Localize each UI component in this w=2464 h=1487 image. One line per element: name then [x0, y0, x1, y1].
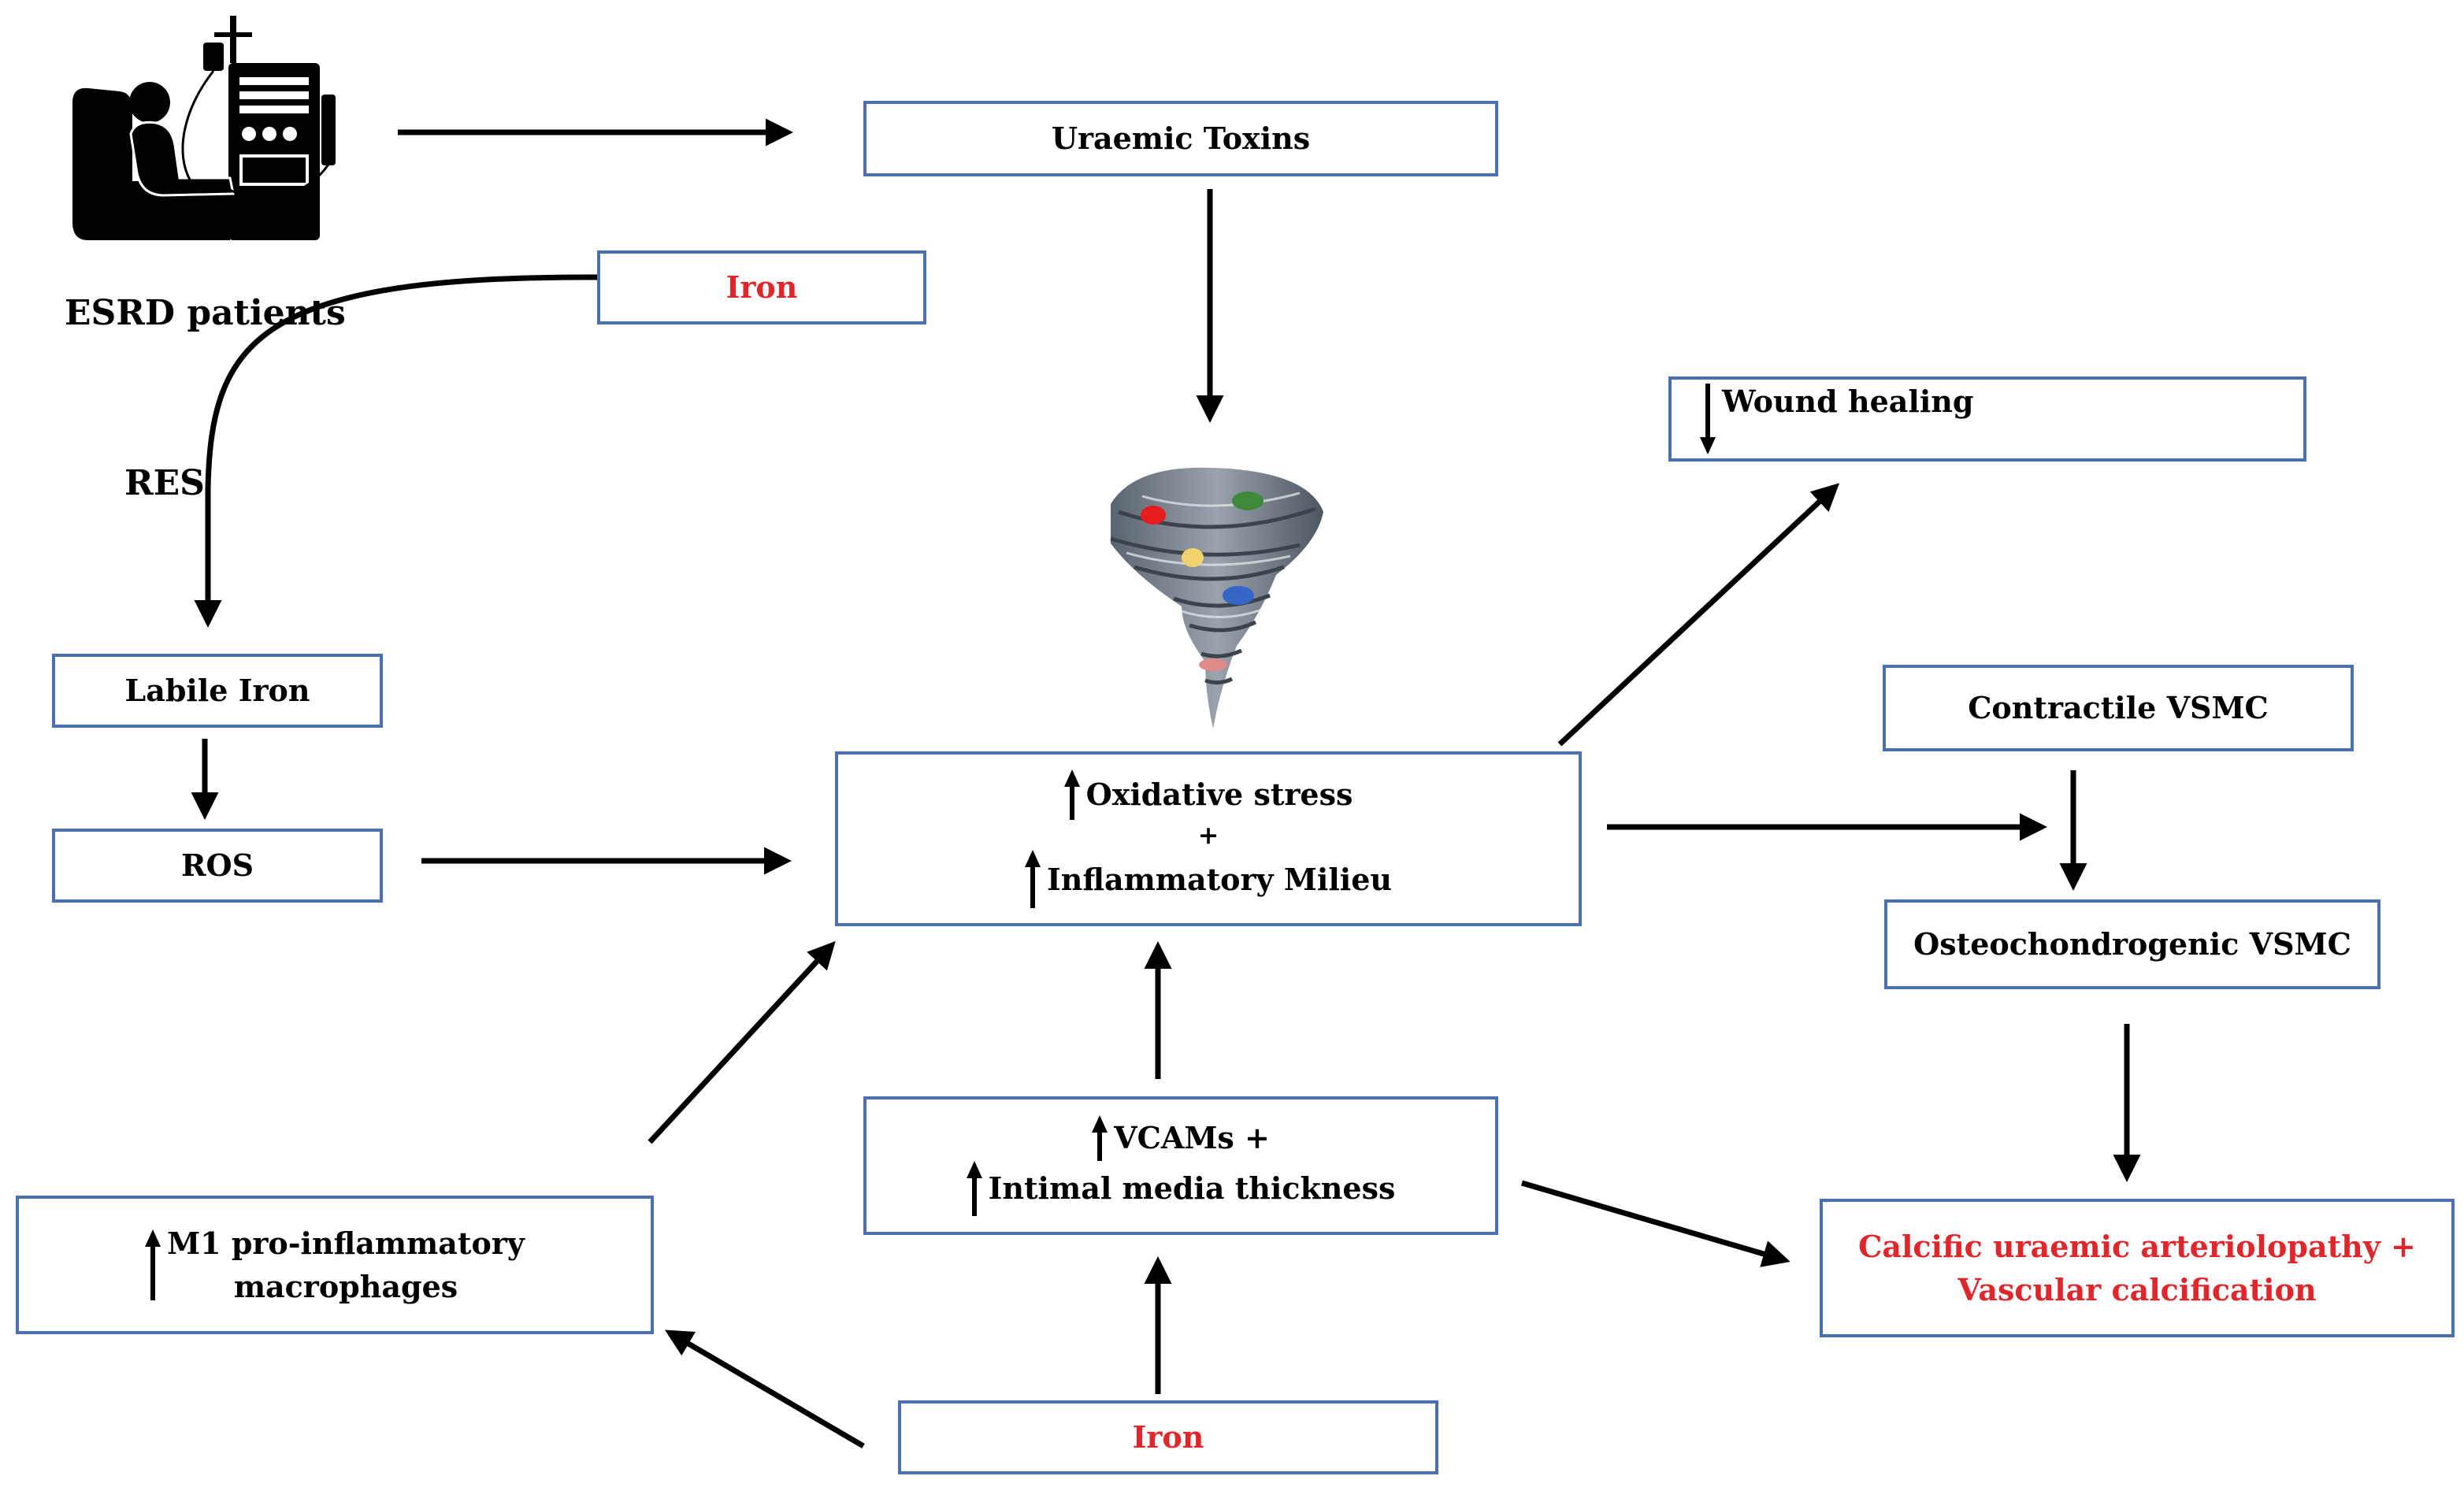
ros-box: ROS [52, 829, 383, 903]
arrow-oxidative-to-wound [1557, 483, 1840, 747]
down-arrow-icon [1700, 384, 1716, 454]
labile-iron-box: Labile Iron [52, 654, 383, 728]
m1-line1-label: M1 pro-inflammatory [167, 1225, 525, 1261]
m1-macrophages-box: M1 pro-inflammatory macrophages [16, 1196, 654, 1334]
iron-top-label: Iron [725, 269, 798, 306]
intimal-media-line: Intimal media thickness [966, 1161, 1396, 1216]
calcific-line1-label: Calcific uraemic arteriolopathy + [1858, 1228, 2416, 1264]
up-arrow-icon [1063, 769, 1080, 820]
esrd-patients-label: ESRD patients [65, 293, 346, 333]
calcific-arteriolopathy-box: Calcific uraemic arteriolopathy + Vascul… [1820, 1199, 2455, 1337]
wound-healing-label: Wound healing [1722, 384, 1974, 420]
m1-line: M1 pro-inflammatory macrophages [145, 1222, 525, 1308]
up-arrow-icon [1092, 1115, 1108, 1161]
up-arrow-icon [966, 1161, 982, 1216]
vcams-label: VCAMs + [1114, 1120, 1270, 1156]
uraemic-toxins-label: Uraemic Toxins [1051, 121, 1311, 157]
contractile-vsmc-label: Contractile VSMC [1968, 690, 2269, 726]
inflammatory-milieu-label: Inflammatory Milieu [1046, 861, 1393, 897]
arrow-m1-to-oxidative [648, 940, 836, 1144]
contractile-vsmc-box: Contractile VSMC [1883, 665, 2354, 751]
dialysis-patient-icon [72, 16, 336, 240]
oxidative-stress-label: Oxidative stress [1085, 777, 1353, 813]
wound-healing-line: Wound healing [1700, 384, 1973, 454]
calcific-line2-label: Vascular calcification [1957, 1272, 2317, 1307]
iron-bottom-box: Iron [898, 1400, 1438, 1474]
oxidative-stress-line: Oxidative stress [1063, 769, 1353, 820]
up-arrow-icon [1024, 850, 1041, 909]
tornado-icon [1110, 467, 1323, 729]
ros-label: ROS [180, 847, 254, 884]
arrow-iron-to-labile-iron [194, 274, 599, 628]
wound-healing-box: Wound healing [1668, 376, 2306, 462]
arrow-vcams-to-calcific [1521, 1180, 1790, 1267]
inflammatory-milieu-line: Inflammatory Milieu [1024, 850, 1393, 909]
iron-bottom-label: Iron [1132, 1419, 1204, 1455]
labile-iron-label: Labile Iron [124, 673, 310, 709]
vcams-box: VCAMs + Intimal media thickness [863, 1096, 1498, 1235]
uraemic-toxins-box: Uraemic Toxins [863, 101, 1498, 176]
plus-sign: + [1197, 819, 1219, 850]
iron-top-box: Iron [597, 250, 926, 324]
oxidative-stress-box: Oxidative stress + Inflammatory Milieu [835, 751, 1582, 926]
osteochondrogenic-vsmc-label: Osteochondrogenic VSMC [1913, 926, 2351, 962]
vcams-line: VCAMs + [1092, 1115, 1270, 1161]
up-arrow-icon [145, 1229, 161, 1300]
m1-line2-label: macrophages [233, 1269, 458, 1304]
intimal-media-label: Intimal media thickness [988, 1170, 1396, 1207]
res-label: RES [124, 463, 205, 503]
osteochondrogenic-vsmc-box: Osteochondrogenic VSMC [1884, 899, 2381, 989]
arrow-iron-to-m1 [664, 1329, 865, 1449]
